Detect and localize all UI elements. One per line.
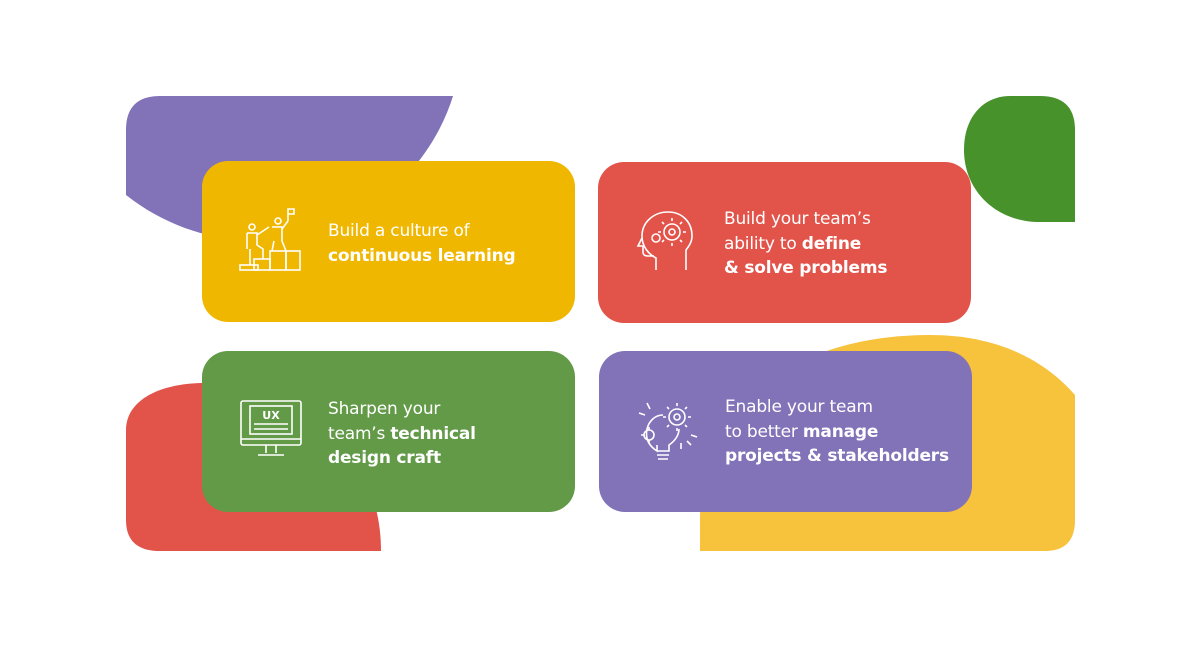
ux-monitor-icon: UX <box>240 400 302 456</box>
text-bold: technical <box>390 423 476 444</box>
card-text: Sharpen your team’s technical design cra… <box>328 397 476 471</box>
text-bold: manage <box>802 421 879 442</box>
lightbulb-gears-icon <box>638 402 698 460</box>
text-bold: design craft <box>328 448 441 468</box>
green-blob <box>964 96 1075 222</box>
text-normal: Build your team’s <box>724 209 871 229</box>
text-bold: continuous learning <box>328 245 516 266</box>
text-bold: & solve problems <box>724 258 888 278</box>
text-normal: ability to <box>724 233 802 254</box>
head-gears-icon <box>636 211 693 270</box>
ux-label: UX <box>262 409 280 422</box>
text-normal: to better <box>725 421 803 442</box>
card-manage-projects: Enable your team to better manage projec… <box>599 351 972 512</box>
text-normal: Sharpen your <box>328 399 441 419</box>
text-bold: define <box>801 233 862 254</box>
text-normal: Build a culture of <box>328 221 470 241</box>
card-text: Build your team’s ability to define & so… <box>724 207 887 281</box>
text-bold: projects & stakeholders <box>725 446 949 466</box>
card-text: Build a culture of continuous learning <box>328 219 516 268</box>
card-solve-problems: Build your team’s ability to define & so… <box>598 162 971 323</box>
card-design-craft: UX Sharpen your team’s technical design … <box>202 351 575 512</box>
card-text: Enable your team to better manage projec… <box>725 395 949 469</box>
text-normal: team’s <box>328 423 391 444</box>
climbing-steps-icon <box>239 208 301 271</box>
text-normal: Enable your team <box>725 397 873 417</box>
card-continuous-learning: Build a culture of continuous learning <box>202 161 575 322</box>
